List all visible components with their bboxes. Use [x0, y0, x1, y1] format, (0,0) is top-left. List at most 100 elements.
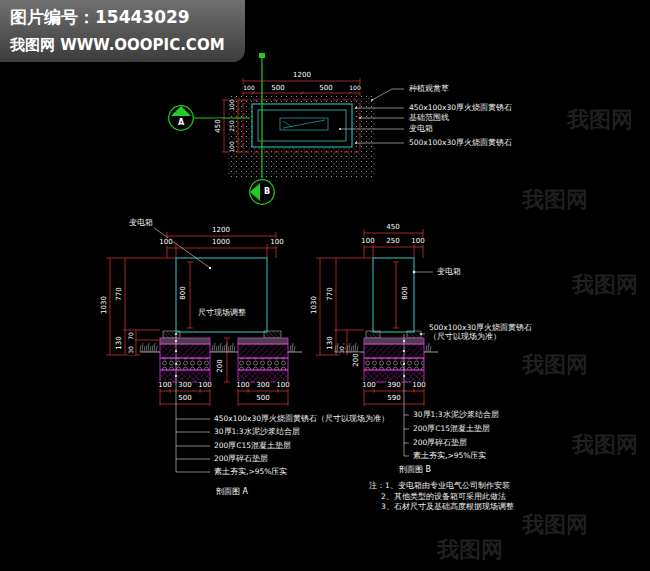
- label-anchor: 450x100x30厚火烧面黄锈石（尺寸以现场为准）: [213, 415, 390, 424]
- section-title: 剖面图 B: [398, 465, 432, 474]
- watermark: 我图网: [567, 107, 633, 132]
- label-anchor: 250: [385, 237, 400, 245]
- label-anchor: 450x100x30厚火烧面黄锈石: [408, 104, 513, 113]
- label-anchor: 390: [386, 381, 401, 389]
- label-anchor: 100: [157, 381, 172, 389]
- watermark: 我图网: [522, 512, 588, 537]
- watermark: 我图网: [522, 352, 588, 377]
- dimension-text: 800: [179, 285, 187, 300]
- grass-symbol: [212, 343, 235, 352]
- label-anchor: 注：1、变电箱由专业电气公司制作安装: [368, 482, 511, 491]
- dimension-text: 100: [275, 381, 290, 389]
- label-anchor: 250: [229, 119, 236, 132]
- label-anchor: 200厚碎石垫层: [213, 455, 269, 464]
- label-anchor: 我图网: [522, 512, 588, 537]
- section-marker: B: [249, 179, 275, 205]
- dimension-text: 1000: [211, 238, 231, 246]
- plan-view: [171, 53, 404, 201]
- dimension-text: 300: [255, 381, 270, 389]
- label-anchor: 100: [361, 381, 376, 389]
- dimension-text: 1030: [100, 295, 108, 315]
- dimension-text: 70: [128, 331, 135, 341]
- dimension-text: 200: [352, 352, 360, 367]
- label-anchor: 1000: [211, 238, 231, 246]
- watermark: 我图网: [522, 187, 588, 212]
- dimension-text: 770: [115, 286, 123, 301]
- label-anchor: 30: [128, 345, 135, 355]
- dimension-text: 100: [348, 85, 361, 92]
- label-anchor: 100: [275, 381, 290, 389]
- callout-text: 500x100x30厚火烧面黄锈石: [408, 139, 513, 148]
- label-anchor: 200厚碎石垫层: [412, 439, 468, 448]
- callout-text: 450x100x30厚火烧面黄锈石: [408, 104, 513, 113]
- dimension-text: 130: [115, 335, 123, 350]
- label-anchor: 500: [177, 394, 192, 402]
- label-anchor: 590: [386, 394, 401, 402]
- callout-text: 尺寸现场调整: [197, 309, 247, 318]
- label-anchor: 450: [385, 223, 400, 231]
- dimension-text: 450: [385, 223, 400, 231]
- dimension-text: 770: [326, 286, 334, 301]
- label-anchor: 100: [235, 381, 250, 389]
- label-anchor: 素土夯实,>95%压实: [213, 468, 288, 477]
- label-anchor: 800: [179, 285, 187, 300]
- label-anchor: 3、石材尺寸及基础高度根据现场调整: [380, 503, 515, 512]
- label-anchor: 我图网: [572, 432, 638, 457]
- label-anchor: 200厚C15混凝土垫层: [412, 425, 491, 434]
- label-anchor: 70: [128, 331, 135, 341]
- callout-text: 200厚C15混凝土垫层: [412, 425, 491, 434]
- dimension-text: 500: [318, 84, 333, 92]
- label-anchor: 130: [115, 335, 123, 350]
- label-anchor: 100: [229, 98, 236, 111]
- header-banner: 图片编号：15443029我图网 WWW.OOOPIC.COM: [0, 0, 245, 62]
- callout-text: 变电箱: [436, 268, 462, 277]
- dimension-text: 100: [235, 381, 250, 389]
- dimension-text: 1030: [310, 295, 318, 315]
- label-anchor: 1030: [310, 295, 318, 315]
- dimension-text: 100: [229, 140, 236, 153]
- callout-text: 200厚C15混凝土垫层: [213, 442, 292, 451]
- label-anchor: 我图网: [567, 107, 633, 132]
- label-anchor: 500: [318, 84, 333, 92]
- label-anchor: 我图网: [522, 352, 588, 377]
- label-anchor: 450: [214, 118, 222, 133]
- callout-text: 变电箱: [128, 219, 154, 228]
- callout-text: 素土夯实,>95%压实: [213, 468, 288, 477]
- label-anchor: 100: [360, 237, 375, 245]
- dimension-text: 500: [177, 394, 192, 402]
- dimension-text: 30: [339, 345, 346, 355]
- dimension-text: 800: [401, 285, 409, 300]
- watermark: 我图网: [572, 272, 638, 297]
- label-anchor: 200: [216, 358, 224, 373]
- label-anchor: 变电箱: [436, 268, 462, 277]
- watermark: 我图网: [572, 432, 638, 457]
- dimension-text: 1200: [211, 226, 231, 234]
- callout-text: 种植观赏草: [408, 85, 450, 94]
- dimension-text: 100: [411, 381, 426, 389]
- dimension-text: 30: [128, 345, 135, 355]
- label-anchor: 200厚C15混凝土垫层: [213, 442, 292, 451]
- callout-text: 基础范围线: [408, 114, 450, 123]
- label-anchor: 我图网: [572, 272, 638, 297]
- callout-text: 450x100x30厚火烧面黄锈石（尺寸以现场为准）: [213, 415, 390, 424]
- site-name: 我图网 WWW.OOOPIC.COM: [10, 36, 227, 54]
- dimension-text: 200: [216, 358, 224, 373]
- dimension-text: 100: [158, 238, 173, 246]
- label-anchor: 2、其他类型的设备箱可采用此做法: [380, 493, 507, 502]
- dimension-text: 1200: [292, 71, 312, 79]
- callout-text: 500x100x30厚火烧面黄锈石 （尺寸以现场为准）: [428, 324, 563, 341]
- label-anchor: 100: [410, 237, 425, 245]
- label-anchor: 100: [269, 238, 284, 246]
- label-anchor: 素土夯实,>95%压实: [412, 452, 487, 461]
- label-anchor: 剖面图 B: [398, 465, 432, 474]
- dimension-text: 100: [197, 381, 212, 389]
- dimension-text: 500: [270, 84, 285, 92]
- label-anchor: 100: [411, 381, 426, 389]
- dimension-text: 100: [410, 237, 425, 245]
- watermark: 我图网: [437, 537, 503, 562]
- label-anchor: 770: [115, 286, 123, 301]
- note-text: 注：1、变电箱由专业电气公司制作安装: [368, 482, 511, 491]
- label-anchor: 300: [255, 381, 270, 389]
- label-anchor: 100: [158, 238, 173, 246]
